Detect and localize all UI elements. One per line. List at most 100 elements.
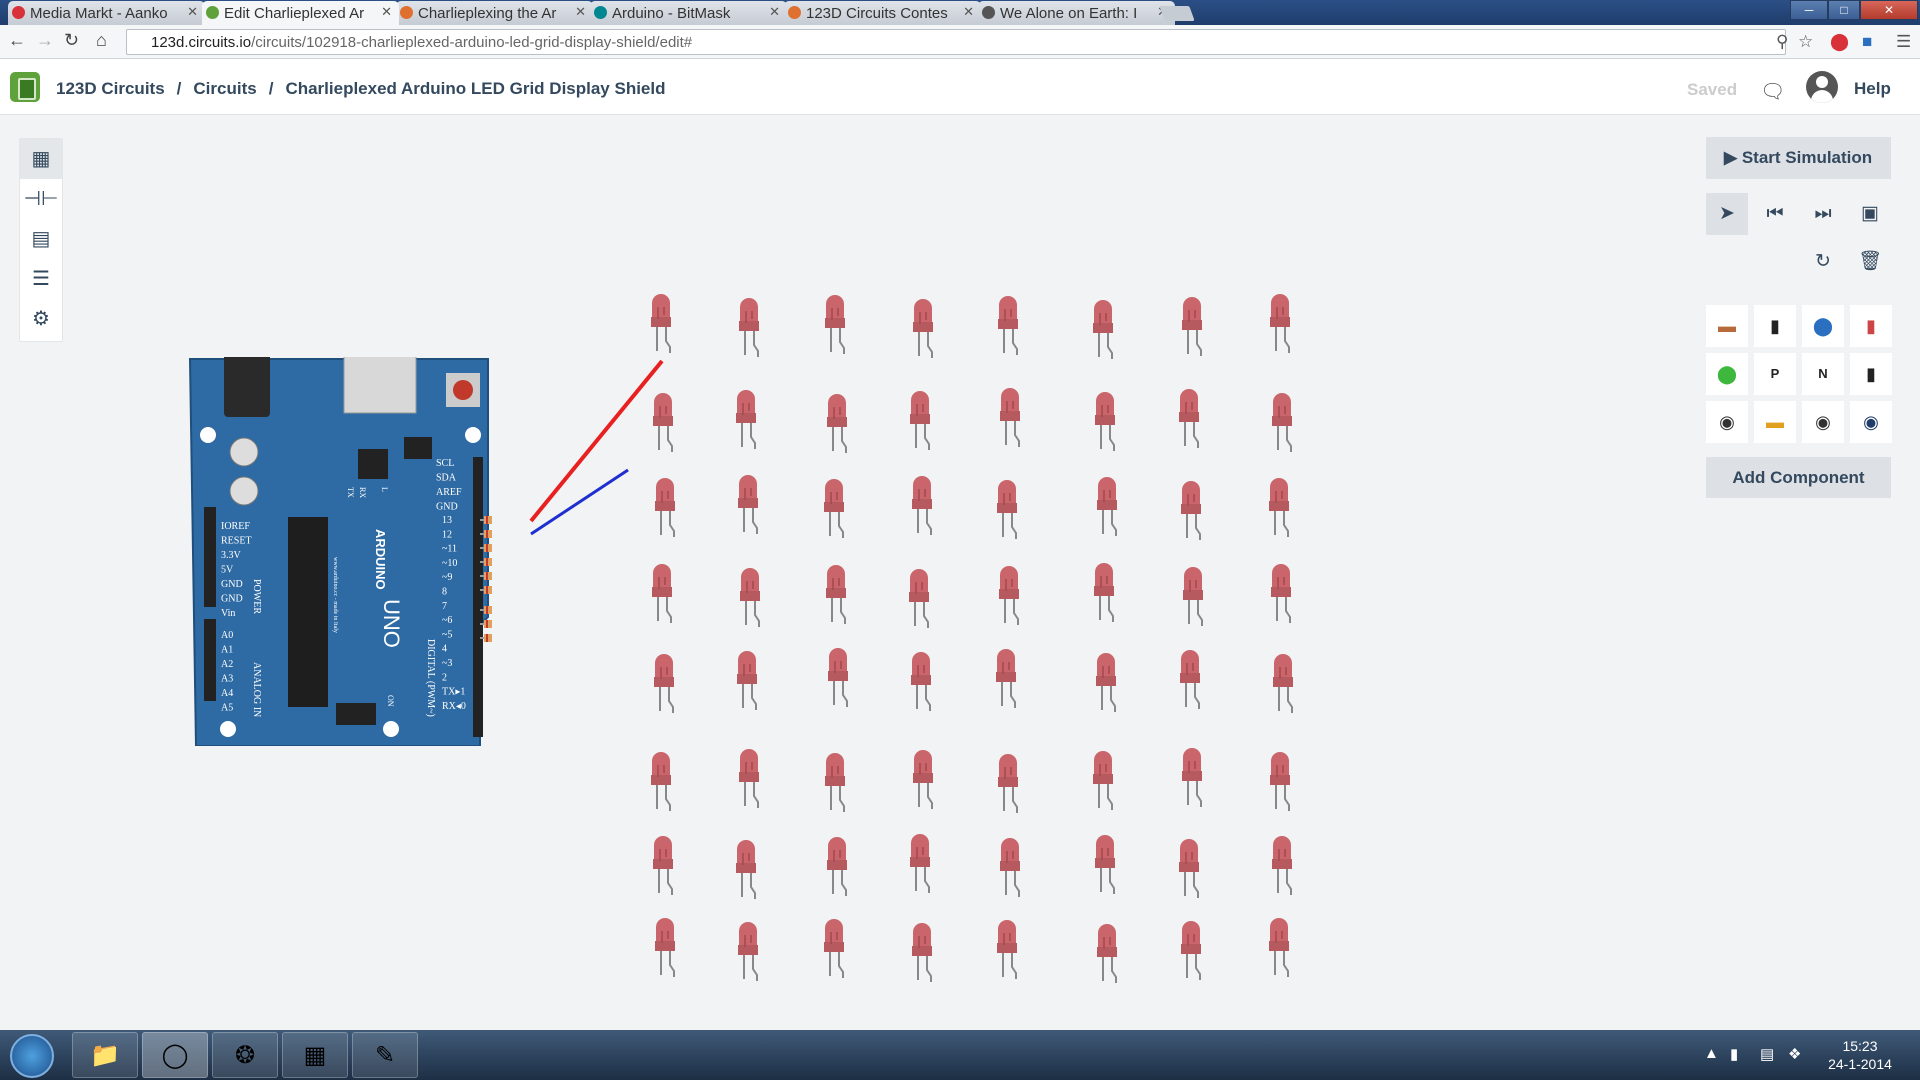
led[interactable]	[997, 920, 1017, 979]
led[interactable]	[655, 918, 675, 977]
browser-tab[interactable]: We Alone on Earth: I✕	[978, 1, 1175, 25]
extension-icon[interactable]: ■	[1862, 32, 1873, 51]
tab-close-icon[interactable]: ✕	[769, 4, 780, 19]
led[interactable]	[651, 752, 671, 811]
led[interactable]	[653, 393, 673, 452]
add-component-button[interactable]: Add Component	[1706, 457, 1891, 498]
led[interactable]	[736, 390, 756, 449]
led[interactable]	[1179, 389, 1199, 448]
led[interactable]	[740, 568, 760, 627]
search-icon[interactable]: ⚲	[1776, 32, 1789, 51]
dropbox-icon[interactable]: ❖	[1788, 1046, 1802, 1063]
capacitor-electrolytic-icon[interactable]: ▮	[1754, 305, 1796, 347]
led[interactable]	[1096, 653, 1116, 712]
browser-tab[interactable]: Arduino - BitMask✕	[590, 1, 787, 25]
start-button[interactable]	[10, 1034, 54, 1078]
tab-close-icon[interactable]: ✕	[963, 4, 974, 19]
resistor[interactable]	[480, 530, 492, 538]
chat-icon[interactable]: 🗨	[1760, 81, 1786, 103]
transistor-npn-icon[interactable]: N	[1802, 353, 1844, 395]
resistor-icon[interactable]: ▮	[1850, 305, 1892, 347]
motor-icon[interactable]: ◉	[1706, 401, 1748, 443]
network-icon[interactable]: ▤	[1760, 1046, 1775, 1063]
tray-expand-icon[interactable]: ▲	[1704, 1045, 1719, 1062]
pushbutton-icon[interactable]: ◉	[1802, 401, 1844, 443]
reload-icon[interactable]: ↻	[64, 30, 80, 50]
led[interactable]	[998, 754, 1018, 813]
rotate-icon[interactable]: ↻	[1802, 241, 1844, 283]
browser-tab[interactable]: Charlieplexing the Ar✕	[396, 1, 593, 25]
led[interactable]	[1182, 748, 1202, 807]
led[interactable]	[1270, 294, 1290, 353]
led[interactable]	[998, 296, 1018, 355]
explorer-icon[interactable]: 📁	[72, 1032, 138, 1078]
led[interactable]	[912, 476, 932, 535]
led[interactable]	[912, 923, 932, 982]
new-tab-button[interactable]	[1159, 6, 1195, 21]
red-wire[interactable]	[529, 359, 664, 523]
led[interactable]	[738, 922, 758, 981]
led[interactable]	[1000, 388, 1020, 447]
led[interactable]	[1272, 393, 1292, 452]
led[interactable]	[910, 834, 930, 893]
pointer-icon[interactable]: ➤	[1706, 193, 1748, 235]
led[interactable]	[1094, 563, 1114, 622]
led[interactable]	[824, 919, 844, 978]
led[interactable]	[651, 294, 671, 353]
resistor[interactable]	[480, 620, 492, 628]
breadboard-icon[interactable]: ▦	[20, 139, 62, 179]
resistor[interactable]	[480, 558, 492, 566]
led[interactable]	[1000, 838, 1020, 897]
capacitor-icon[interactable]: ⊣⊢	[23, 188, 59, 210]
resistor-strip-icon[interactable]: ▬	[1706, 305, 1748, 347]
led-green-icon[interactable]: ⬤	[1706, 353, 1748, 395]
led[interactable]	[1179, 839, 1199, 898]
trash-icon[interactable]: 🗑	[1849, 241, 1891, 283]
led[interactable]	[1181, 481, 1201, 540]
led[interactable]	[1095, 835, 1115, 894]
home-icon[interactable]: ⌂	[96, 30, 107, 50]
led[interactable]	[652, 564, 672, 623]
bookmark-star-icon[interactable]: ☆	[1798, 32, 1814, 51]
start-simulation-button[interactable]: ▶ Start Simulation	[1706, 137, 1891, 179]
led[interactable]	[1273, 654, 1293, 713]
led[interactable]	[909, 569, 929, 628]
url-field[interactable]: 123d.circuits.io/circuits/102918-charlie…	[126, 29, 1786, 55]
close-window-button[interactable]: ✕	[1860, 0, 1918, 20]
led[interactable]	[1093, 751, 1113, 810]
led[interactable]	[1182, 297, 1202, 356]
led[interactable]	[1180, 650, 1200, 709]
led[interactable]	[913, 299, 933, 358]
calculator-icon[interactable]: ▦	[282, 1032, 348, 1078]
led[interactable]	[911, 652, 931, 711]
led[interactable]	[999, 566, 1019, 625]
resistor[interactable]	[480, 634, 492, 642]
minimize-button[interactable]: ─	[1790, 0, 1828, 20]
transistor-pnp-icon[interactable]: P	[1754, 353, 1796, 395]
led[interactable]	[1269, 918, 1289, 977]
led-blue-icon[interactable]: ⬤	[1802, 305, 1844, 347]
menu-icon[interactable]: ☰	[1896, 32, 1912, 51]
resistor[interactable]	[480, 544, 492, 552]
chrome-icon[interactable]: ◯	[142, 1032, 208, 1078]
led[interactable]	[825, 753, 845, 812]
tab-close-icon[interactable]: ✕	[381, 4, 392, 19]
led[interactable]	[1272, 836, 1292, 895]
fit-screen-icon[interactable]: ▣	[1849, 193, 1891, 235]
step-back-icon[interactable]: ⏮	[1754, 193, 1796, 235]
led[interactable]	[736, 840, 756, 899]
adblock-icon[interactable]: ⬤	[1830, 32, 1850, 51]
back-icon[interactable]: ←	[8, 30, 26, 50]
led[interactable]	[1097, 477, 1117, 536]
browser-tab[interactable]: 123D Circuits Contes✕	[784, 1, 981, 25]
led[interactable]	[737, 651, 757, 710]
led[interactable]	[827, 394, 847, 453]
avatar[interactable]	[1806, 71, 1838, 103]
led[interactable]	[910, 391, 930, 450]
resistor[interactable]	[480, 606, 492, 614]
display-icon[interactable]: ▬	[1754, 401, 1796, 443]
arduino-board[interactable]: IOREFRESET3.3V5VGNDGNDVinA0A1A2A3A4A5SCL…	[188, 357, 492, 746]
browser-tab[interactable]: Edit Charlieplexed Ar✕	[202, 1, 399, 26]
led[interactable]	[738, 475, 758, 534]
